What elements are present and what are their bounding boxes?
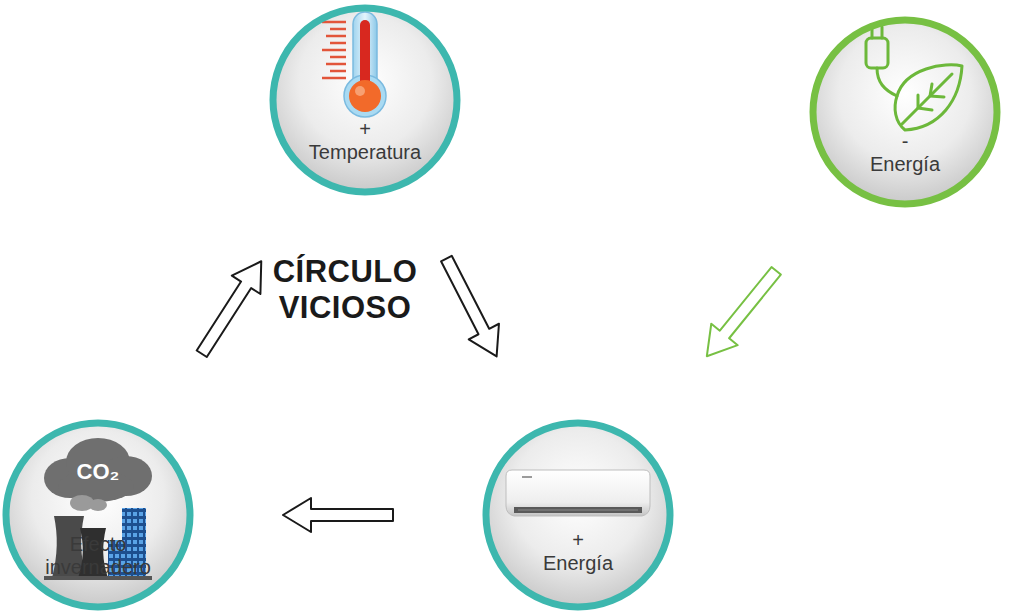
circle-ring	[813, 20, 997, 204]
circle-outline	[809, 16, 1001, 208]
circle-ring	[273, 8, 457, 192]
cycle-arrow	[283, 498, 393, 532]
plug-leaf-icon	[866, 27, 962, 130]
circle-grounds	[6, 8, 997, 607]
cycle-arrow	[197, 261, 262, 357]
circle-outline	[269, 4, 461, 196]
co2-text: CO₂	[63, 460, 133, 484]
circle-label: + Temperatura	[303, 118, 427, 164]
circle-label: Efecto invernadero	[38, 533, 158, 579]
cycle-arrow	[707, 267, 781, 356]
saving-circle: - Energía	[809, 16, 1001, 208]
circle-ring	[6, 423, 190, 607]
circle-label: - Energía	[867, 130, 943, 176]
circle-label: + Energía	[538, 529, 618, 575]
greenhouse-circle: Efecto invernadero	[2, 419, 194, 611]
center-title: CÍRCULO VICIOSO	[255, 254, 435, 326]
circle-outline	[2, 419, 194, 611]
circle-outline	[482, 419, 674, 611]
energy-circle: + Energía	[482, 419, 674, 611]
cycle-arrow	[441, 256, 499, 357]
circle-ring	[486, 423, 670, 607]
air-conditioner-icon	[506, 470, 650, 516]
temperature-circle: + Temperatura	[269, 4, 461, 196]
thermometer-icon	[322, 12, 386, 117]
